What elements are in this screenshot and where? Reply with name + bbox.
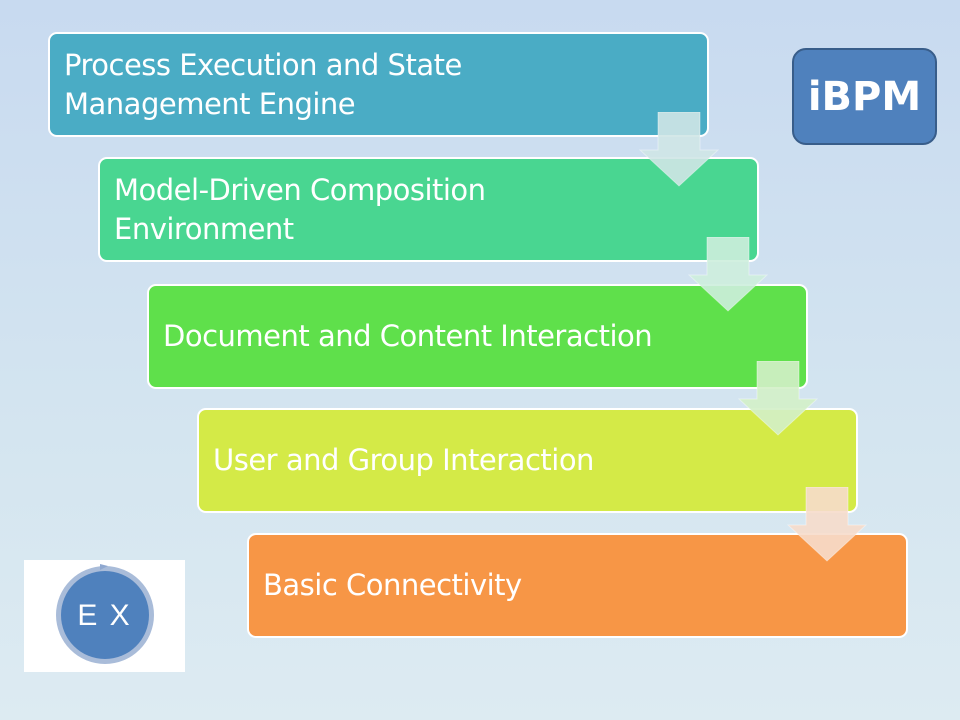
ex-logo: E X — [24, 560, 185, 672]
step-basic-connectivity: Basic Connectivity — [247, 533, 908, 638]
down-arrow-icon — [787, 487, 867, 562]
step-document-content: Document and Content Interaction — [147, 284, 808, 389]
step-process-execution: Process Execution and State Management E… — [48, 32, 709, 137]
step-label: Document and Content Interaction — [163, 319, 653, 353]
logo-label: E X — [77, 599, 132, 632]
ex-circle-icon — [56, 564, 154, 664]
down-arrow-icon — [688, 237, 768, 312]
step-label: Model-Driven Composition Environment — [114, 172, 486, 246]
step-label: Process Execution and State Management E… — [64, 47, 462, 121]
badge-label: iBPM — [807, 73, 922, 120]
step-label: User and Group Interaction — [213, 443, 594, 477]
step-label: Basic Connectivity — [263, 568, 522, 602]
down-arrow-icon — [639, 112, 719, 187]
down-arrow-icon — [738, 361, 818, 436]
step-model-driven-composition: Model-Driven Composition Environment — [98, 157, 759, 262]
ibpm-badge: iBPM — [792, 48, 937, 145]
step-user-group: User and Group Interaction — [197, 408, 858, 513]
